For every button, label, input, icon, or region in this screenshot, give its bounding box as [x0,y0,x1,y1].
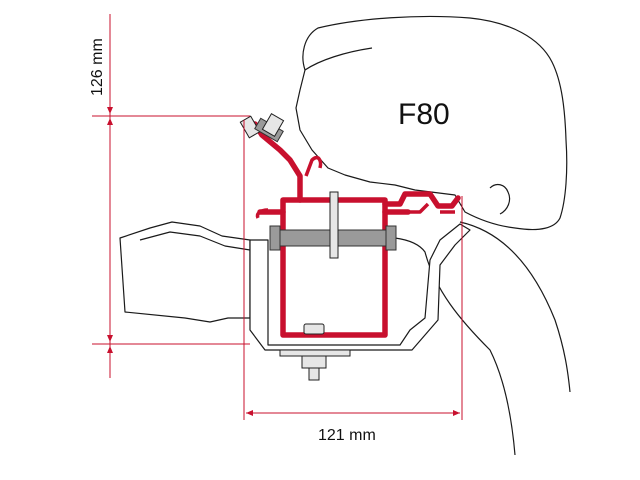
awning-housing-notch [489,183,511,215]
adjust-screw-nut [261,113,285,137]
awning-housing-seam [304,47,373,71]
lower-nut [301,355,327,369]
vehicle-roof-outline [394,221,571,456]
vehicle-side-panel-inner [139,231,251,251]
center-bolt-shaft [329,191,339,259]
adapter-bracket-hook-top [304,155,323,177]
lower-bolt-tip [308,367,320,381]
clamp-left-block [269,225,281,251]
adapter-bracket-right-detail [400,202,455,214]
product-label: F80 [398,98,450,131]
adapter-bracket-right-rail [382,191,461,209]
width-dimension-label: 121 mm [318,427,376,444]
adjust-screw-head [239,115,261,139]
adapter-bracket-channel [280,209,388,338]
lower-bolt-head [303,323,325,335]
vehicle-side-panel [119,221,251,323]
clamp-right-block [385,225,397,251]
adapter-bracket-left-hook [255,208,269,219]
lower-washer [279,349,351,357]
adapter-bracket-arm [252,121,303,203]
height-dimension-label: 126 mm [89,38,106,96]
awning-housing-outline [295,15,568,231]
roof-rail-base [249,223,471,351]
